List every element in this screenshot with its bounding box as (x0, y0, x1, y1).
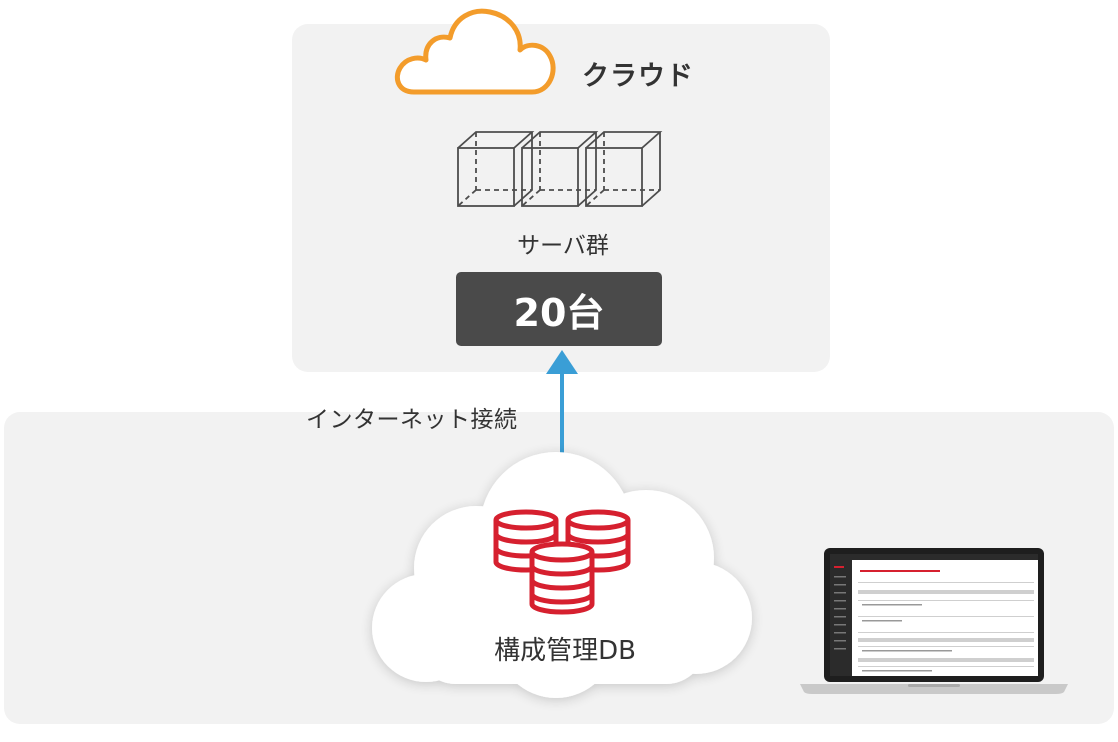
cloud-title: クラウド (582, 61, 694, 92)
cloud-outline-icon (394, 8, 556, 95)
database-stack-icon (493, 509, 631, 615)
laptop-icon (800, 548, 1068, 694)
server-cubes-icon (457, 131, 663, 207)
server-count-badge: 20台 (456, 272, 662, 346)
connection-label: インターネット接続 (306, 407, 518, 433)
servers-label: サーバ群 (517, 233, 609, 259)
db-label: 構成管理DB (494, 636, 636, 666)
